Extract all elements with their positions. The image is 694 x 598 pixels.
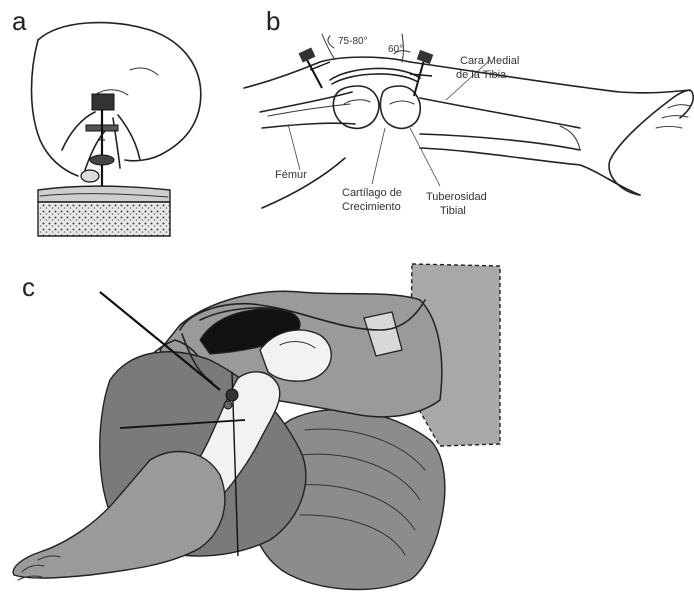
needle-right [410,50,433,96]
panel-a: a [12,6,201,236]
knee-joint [330,68,420,128]
label-tuberosidad-line2: Tibial [440,205,466,217]
angle-left-marker: 75-80° [322,34,368,58]
panel-b: b [244,6,693,217]
label-cartilago-line1: Cartílago de [342,187,402,199]
angle-left-label: 75-80° [338,36,368,47]
angle-right-marker: 60° [388,34,410,62]
panel-c-letter: c [22,272,35,302]
leader-femur [288,124,300,170]
label-femur: Fémur [275,169,307,181]
label-cara-medial-line1: Cara Medial [460,55,519,67]
angle-right-label: 60° [388,44,403,55]
bone-cross-section [38,186,170,236]
panel-c: c [13,264,500,589]
label-cara-medial-line2: de la Tibia [456,69,507,81]
panel-a-letter: a [12,6,27,36]
label-cartilago-line2: Crecimiento [342,201,401,213]
panel-b-letter: b [266,6,280,36]
label-tuberosidad-line1: Tuberosidad [426,191,487,203]
leader-tuberosidad [410,128,440,186]
hand-inserting-needle [32,23,201,213]
leader-cartilago [372,128,385,184]
tibia-bone [420,98,580,150]
